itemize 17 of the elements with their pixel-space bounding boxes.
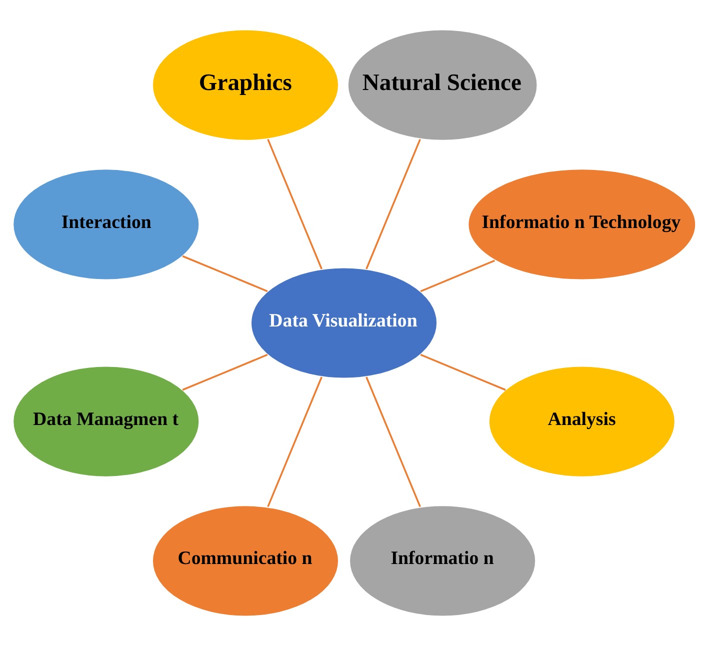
connector	[182, 354, 268, 391]
node-ellipse: Communicatio n	[152, 504, 340, 617]
node-ellipse: Data Visualization	[250, 267, 438, 379]
connector	[182, 255, 268, 292]
node-ellipse: Informatio n Technology	[468, 168, 696, 280]
node-ellipse: Analysis	[488, 366, 676, 478]
node-ellipse: Natural Science	[347, 29, 538, 142]
node-ellipse: Data Managmen t	[12, 366, 200, 478]
connector	[267, 138, 322, 270]
connector	[420, 354, 506, 391]
node-ellipse: Informatio n	[348, 504, 536, 617]
connector	[267, 376, 322, 508]
node-ellipse: Graphics	[152, 29, 340, 142]
connector	[420, 260, 496, 292]
node-ellipse: Interaction	[12, 168, 200, 280]
connector	[366, 138, 421, 270]
connector	[366, 376, 421, 508]
